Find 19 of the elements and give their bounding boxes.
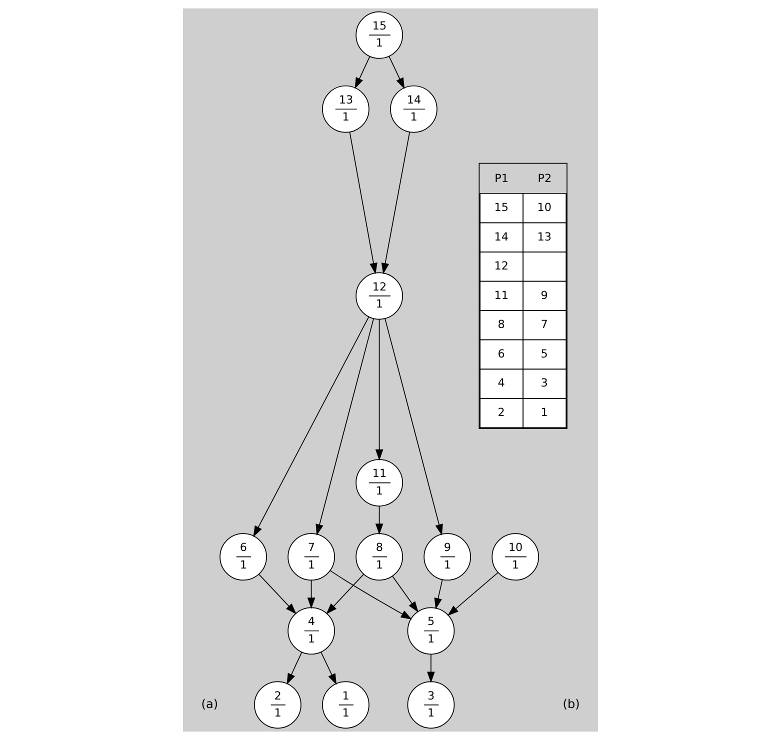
label: 4 — [498, 376, 505, 390]
label: (b) — [562, 697, 580, 712]
label: 15 — [494, 201, 508, 214]
label: 14 — [494, 230, 508, 244]
label: (a) — [201, 697, 218, 712]
label: 8 — [498, 318, 505, 332]
label: 3 — [540, 376, 548, 390]
label: 6 — [498, 347, 505, 360]
label: 5 — [540, 347, 548, 360]
label: P2 — [538, 172, 552, 185]
label: 9 — [540, 288, 548, 302]
label: 13 — [537, 230, 552, 244]
label: 11 — [494, 288, 508, 302]
label: 7 — [540, 318, 548, 332]
label: 1 — [540, 406, 548, 419]
label: 2 — [498, 406, 505, 419]
label: 10 — [537, 201, 552, 214]
label: 12 — [494, 260, 508, 273]
label: P1 — [494, 172, 509, 185]
